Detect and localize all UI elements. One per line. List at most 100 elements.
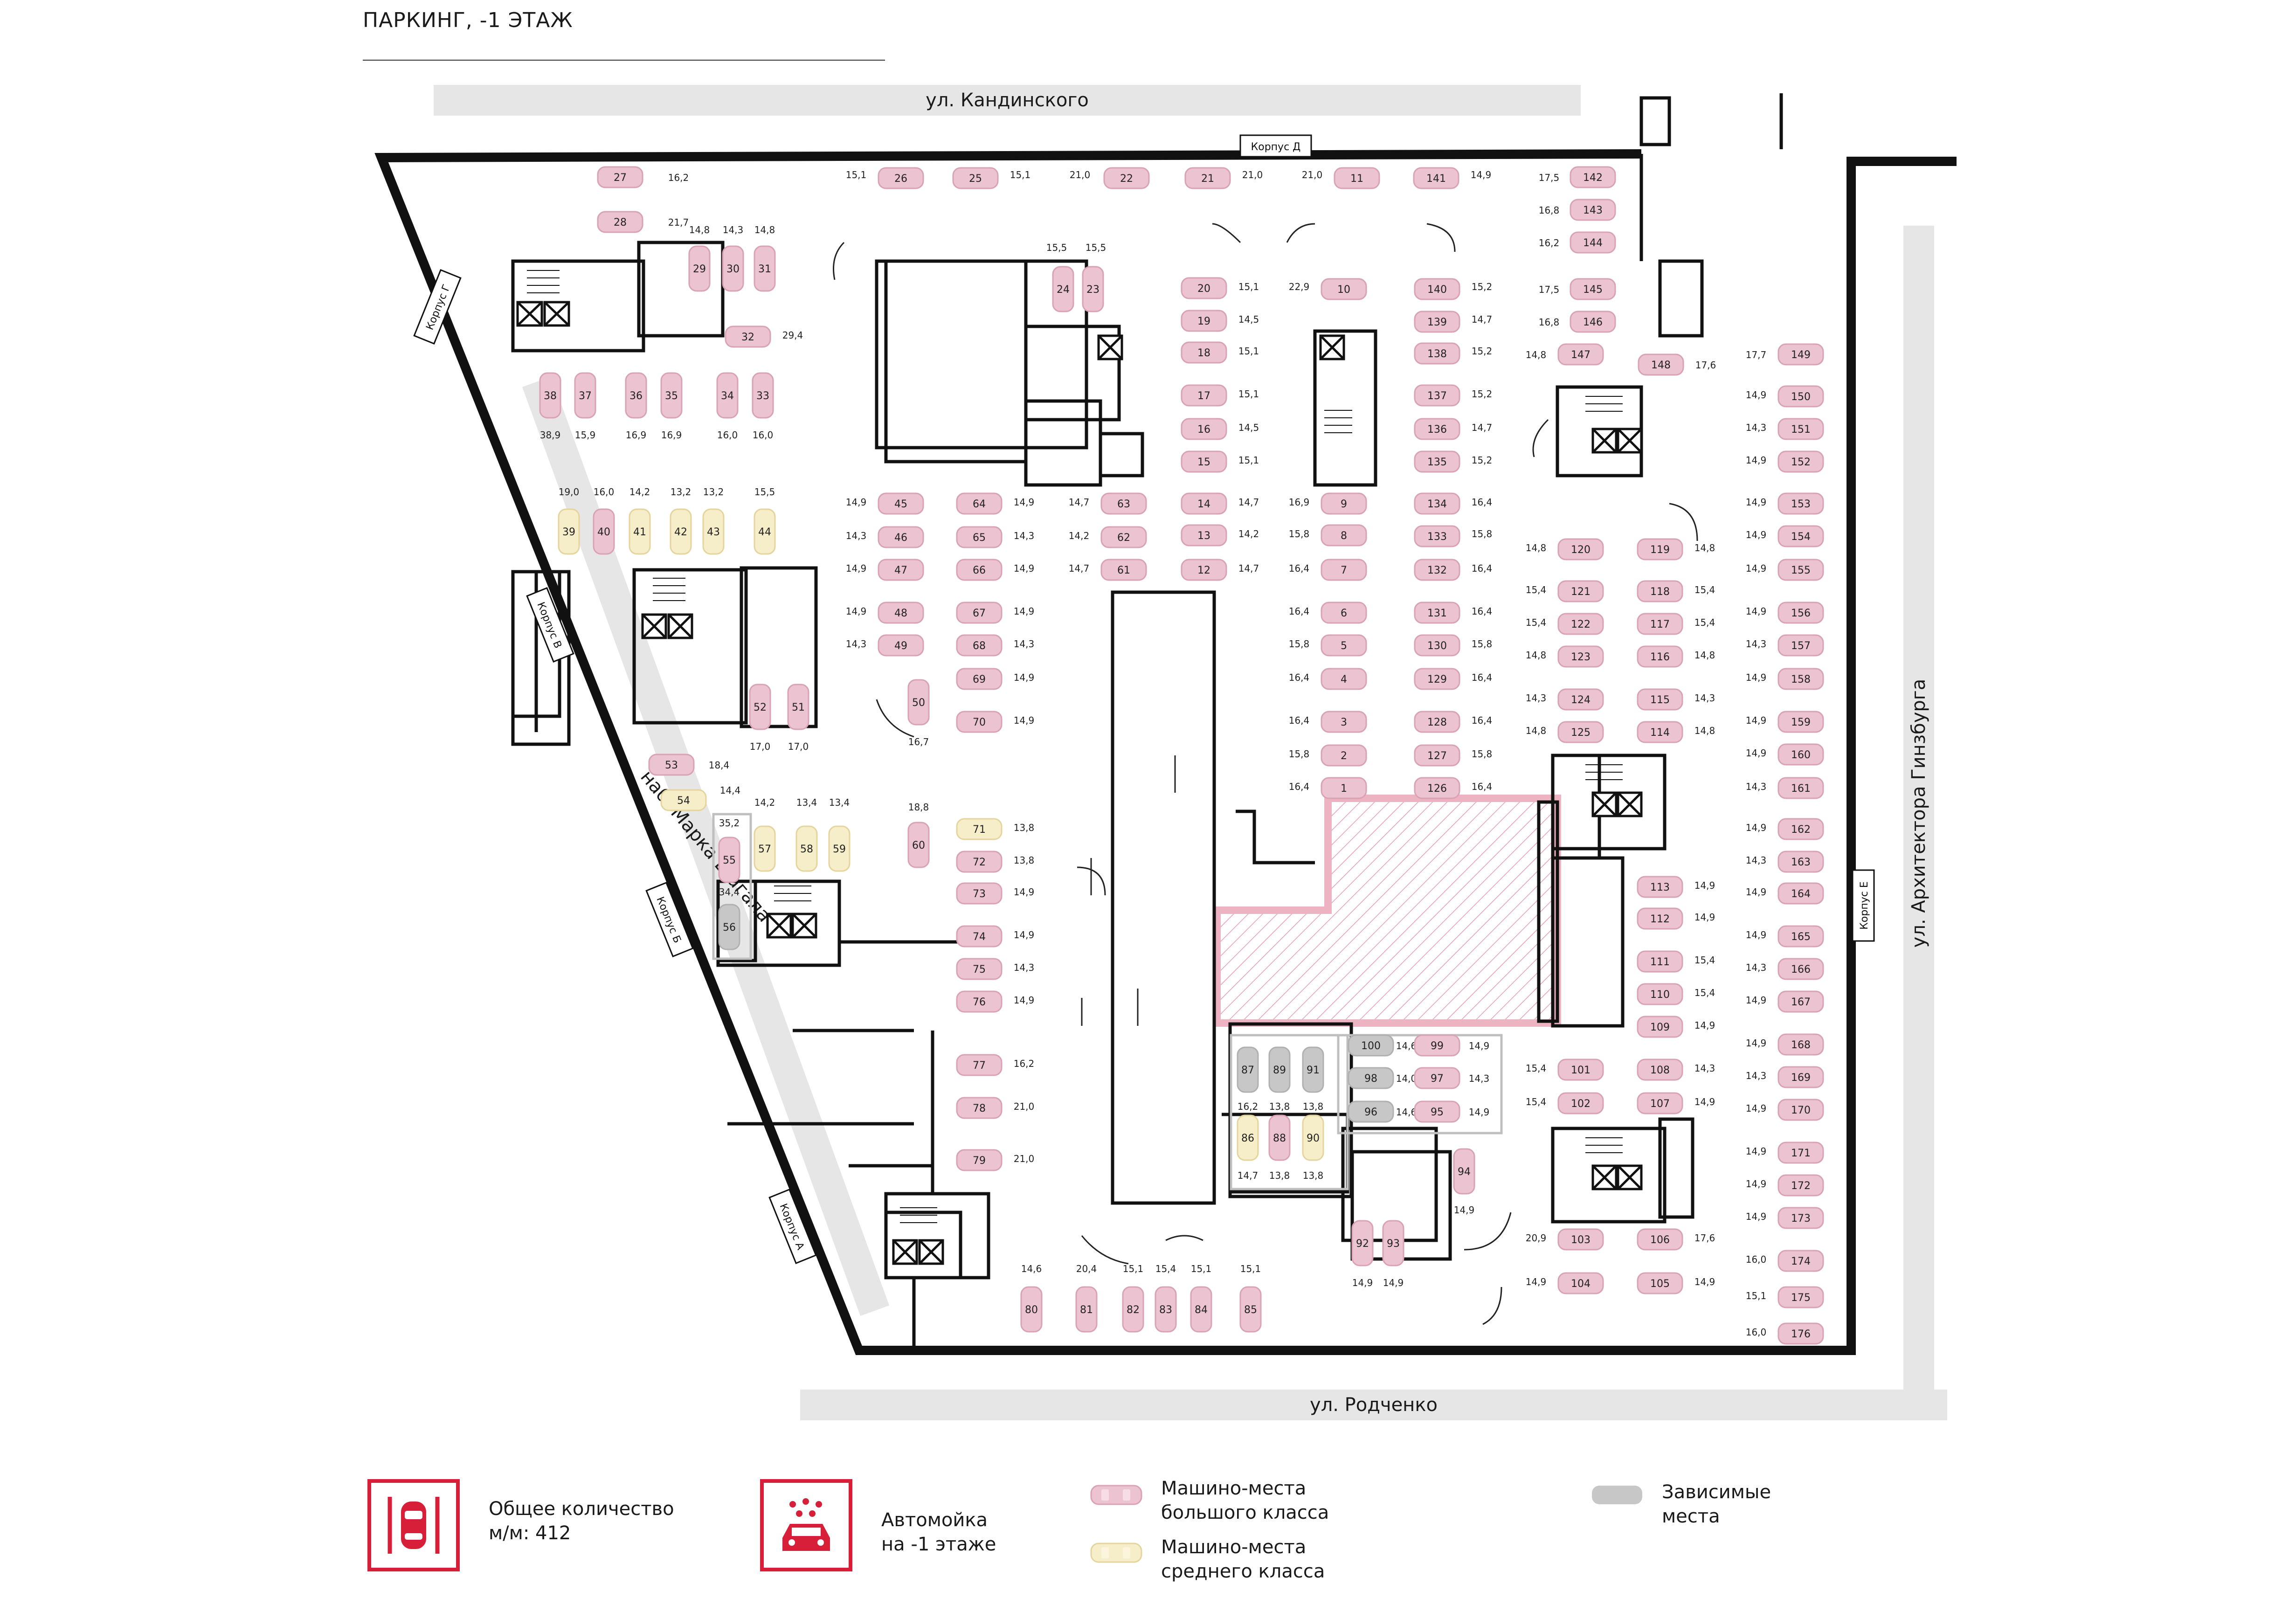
parking-spot-5[interactable]: 515,8 — [1289, 634, 1367, 657]
parking-spot-8[interactable]: 815,8 — [1289, 524, 1367, 547]
parking-spot-1[interactable]: 116,4 — [1289, 777, 1367, 799]
